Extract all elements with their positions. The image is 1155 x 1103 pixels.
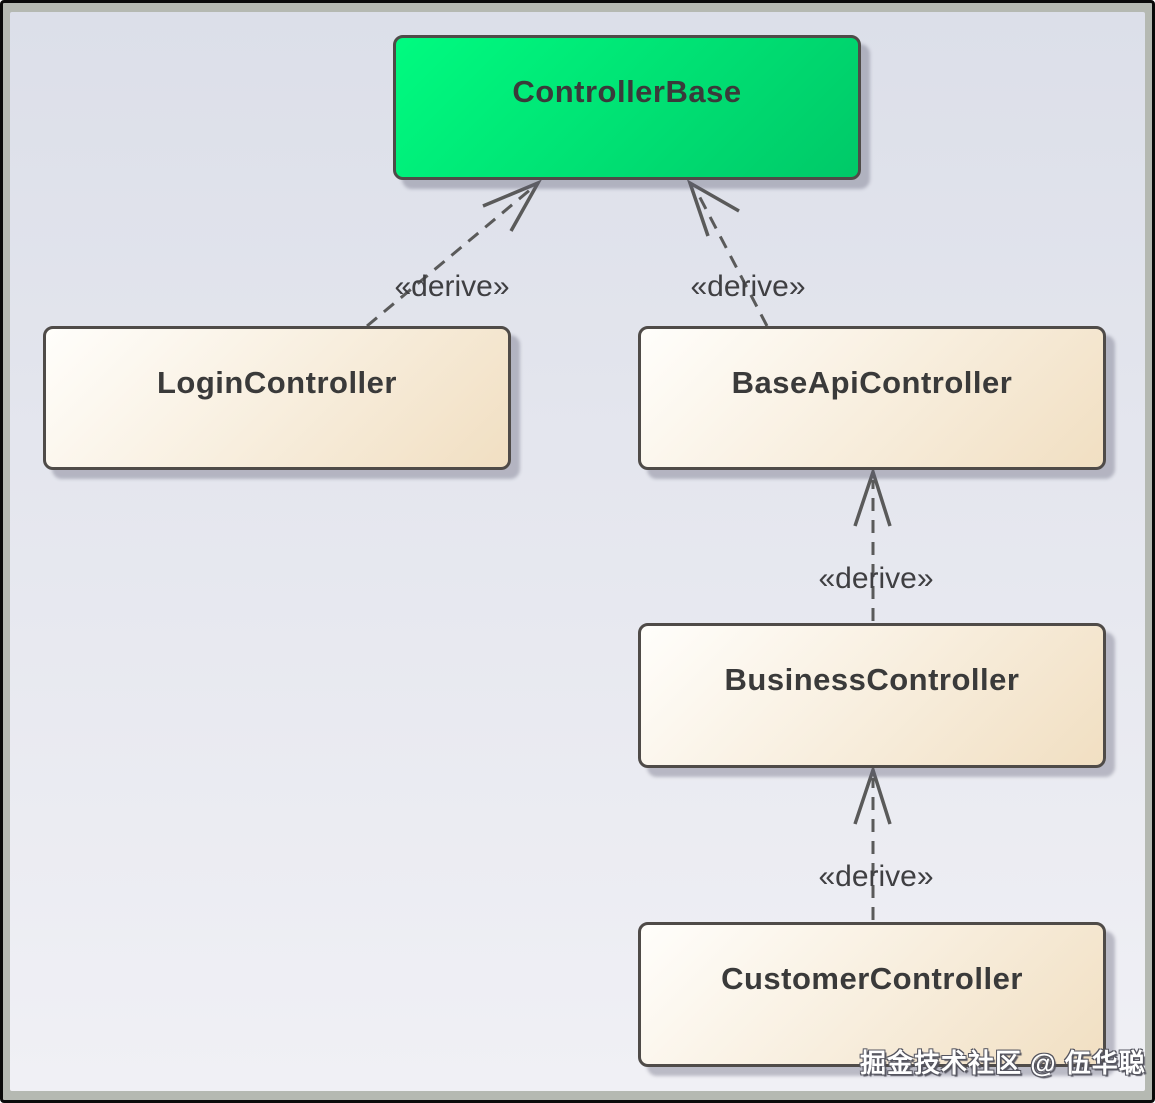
diagram-canvas: ControllerBase LoginController BaseApiCo… bbox=[10, 12, 1145, 1091]
class-box-baseapicontroller: BaseApiController bbox=[638, 326, 1106, 470]
class-name-controllerbase: ControllerBase bbox=[512, 74, 742, 109]
class-box-businesscontroller: BusinessController bbox=[638, 623, 1106, 768]
edge-login-to-controllerbase-line bbox=[366, 187, 532, 328]
edge-business-to-baseapi-arrowhead bbox=[853, 466, 892, 527]
derive-stereotype-label: «derive» bbox=[394, 270, 510, 303]
class-name-baseapicontroller: BaseApiController bbox=[731, 365, 1013, 400]
class-box-controllerbase: ControllerBase bbox=[393, 35, 861, 180]
class-name-businesscontroller: BusinessController bbox=[724, 662, 1020, 697]
class-name-customercontroller: CustomerController bbox=[721, 961, 1023, 996]
derive-stereotype-label: «derive» bbox=[690, 270, 806, 303]
edge-baseapi-to-controllerbase-arrowhead bbox=[686, 179, 740, 237]
class-name-logincontroller: LoginController bbox=[157, 365, 397, 400]
derive-stereotype-label: «derive» bbox=[818, 562, 934, 595]
watermark-text: 掘金技术社区 @ 伍华聪 bbox=[860, 1048, 1146, 1078]
edge-baseapi-to-controllerbase-line bbox=[694, 189, 769, 327]
edge-customer-to-business-arrowhead bbox=[853, 764, 892, 825]
edge-login-to-controllerbase-arrowhead bbox=[482, 179, 543, 232]
class-box-customercontroller: CustomerController bbox=[638, 922, 1106, 1067]
class-box-logincontroller: LoginController bbox=[43, 326, 511, 470]
derive-stereotype-label: «derive» bbox=[818, 860, 934, 893]
